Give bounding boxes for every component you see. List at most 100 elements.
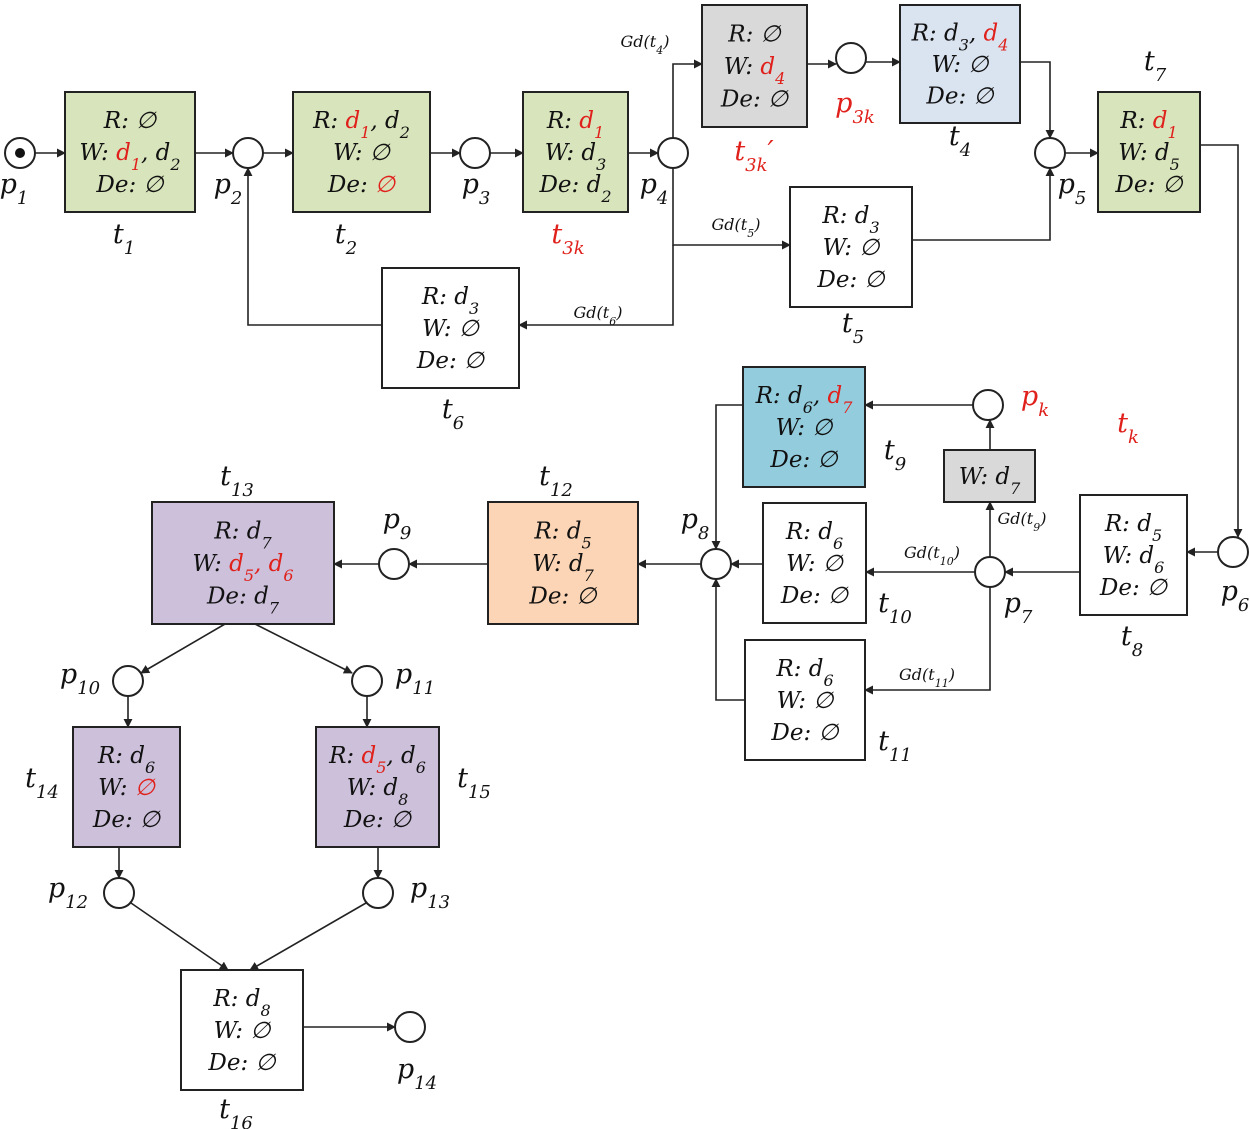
transition-t5: R: d3W: ∅ De: ∅ [789, 186, 913, 308]
transition-label-t12: t12 [539, 461, 573, 501]
transition-t16-box [180, 969, 304, 1091]
place-p3 [459, 137, 491, 169]
guard-gd-t11: Gd(t11) [899, 665, 955, 690]
transition-t12-line-3: De: ∅ [528, 584, 597, 610]
transition-label-t10: t10 [878, 588, 912, 628]
transition-t6: R: d3W: ∅ De: ∅ [381, 267, 520, 389]
place-label-p7: p7 [1004, 588, 1033, 628]
place-label-p4: p4 [640, 169, 669, 209]
place-label-p5: p5 [1058, 169, 1087, 209]
transition-label-t2: t2 [335, 219, 357, 259]
transition-t3kp-line-3: De: ∅ [720, 87, 789, 113]
transition-t1-line-1: R: ∅ [103, 108, 157, 134]
transition-t11-line-1: R: d6 [775, 656, 833, 690]
place-p1 [4, 137, 36, 169]
place-label-p14: p14 [397, 1054, 437, 1094]
transition-t3kp-line-2: W: d4 [724, 54, 786, 88]
place-p6-circle [1217, 536, 1249, 568]
transition-label-t4: t4 [949, 121, 971, 161]
transition-label-t8: t8 [1121, 621, 1143, 661]
transition-label-t1: t1 [113, 219, 135, 259]
transition-t3kp-box [701, 4, 808, 128]
transition-t2-box [292, 91, 431, 213]
transition-t6-box [381, 267, 520, 389]
place-p14-circle [394, 1011, 426, 1043]
place-p11 [351, 665, 383, 697]
transition-t12-box [487, 501, 639, 625]
place-p4 [657, 137, 689, 169]
place-label-p11: p11 [395, 659, 435, 699]
transition-t4-line-3: De: ∅ [925, 83, 994, 109]
transition-t10-line-3: De: ∅ [780, 583, 849, 609]
transition-t7-line-2: W: d5 [1118, 140, 1180, 174]
transition-label-t6: t6 [442, 394, 464, 434]
transition-label-t16: t16 [219, 1094, 253, 1129]
place-p6 [1217, 536, 1249, 568]
transition-t7-line-3: De: ∅ [1114, 172, 1183, 198]
place-p7-circle [974, 556, 1006, 588]
place-p5 [1034, 137, 1066, 169]
transition-label-t15: t15 [457, 763, 491, 803]
transition-t5-line-2: W: ∅ [823, 235, 881, 261]
transition-t1-box [64, 91, 196, 213]
transition-t15-line-1: R: d5, d6 [328, 743, 426, 777]
transition-t9: R: d6, d7W: ∅De: ∅ [742, 366, 866, 488]
transition-label-t5: t5 [842, 308, 864, 348]
arc-13 [912, 167, 1055, 241]
transition-t9-line-1: R: d6, d7 [755, 383, 854, 417]
guard-gd-t6: Gd(t6) [574, 303, 623, 328]
transition-t15-line-2: W: d8 [347, 775, 409, 809]
transition-t11-line-3: De: ∅ [770, 720, 839, 746]
arc-15 [243, 167, 382, 326]
guard-gd-t4: Gd(t4) [621, 32, 670, 57]
transition-label-t14: t14 [25, 763, 59, 803]
transition-t16-line-3: De: ∅ [207, 1050, 276, 1076]
transition-t5-line-3: De: ∅ [816, 267, 885, 293]
place-p9 [378, 548, 410, 580]
place-p10 [112, 665, 144, 697]
place-p14 [394, 1011, 426, 1043]
transition-t6-line-3: De: ∅ [416, 348, 485, 374]
transition-t14: R: d6W: ∅De: ∅ [72, 726, 181, 848]
transition-t8-box [1079, 494, 1188, 616]
transition-label-t3kp: t3k′ [734, 136, 773, 176]
transition-t5-box [789, 186, 913, 308]
transition-t15-line-3: De: ∅ [343, 807, 412, 833]
place-label-p8: p8 [681, 504, 710, 544]
transition-t16-line-2: W: ∅ [214, 1018, 272, 1044]
transition-t1-line-2: W: d1, d2 [79, 140, 180, 174]
transition-t4: R: d3, d4W: ∅De: ∅ [899, 4, 1021, 124]
guard-gd-t10: Gd(t10) [904, 543, 960, 568]
place-p4-circle [657, 137, 689, 169]
place-p10-circle [112, 665, 144, 697]
transition-t6-line-2: W: ∅ [422, 316, 480, 342]
transition-t14-line-1: R: d6 [97, 743, 155, 777]
transition-t3kp-line-1: R: ∅ [727, 21, 781, 47]
place-p8 [700, 548, 732, 580]
place-p12 [103, 877, 135, 909]
place-label-p3k: p3k [835, 88, 875, 128]
arc-31 [254, 623, 353, 674]
transition-t2-line-1: R: d1, d2 [312, 108, 410, 142]
transition-t9-line-3: De: ∅ [769, 447, 838, 473]
transition-t9-box [742, 366, 866, 488]
place-label-p6: p6 [1221, 576, 1250, 616]
place-pk [972, 389, 1004, 421]
transition-t13-line-3: De: d7 [206, 584, 280, 618]
transition-t5-line-1: R: d3 [821, 203, 879, 237]
transition-t10: R: d6W: ∅De: ∅ [762, 502, 867, 624]
transition-t3k-line-1: R: d1 [546, 108, 604, 142]
transition-t6-line-1: R: d3 [421, 284, 479, 318]
transition-t11-line-2: W: ∅ [777, 688, 835, 714]
transition-t3k-line-3: De: d2 [538, 172, 611, 206]
transition-t11: R: d6W: ∅ De: ∅ [744, 639, 866, 761]
place-p2 [232, 137, 264, 169]
